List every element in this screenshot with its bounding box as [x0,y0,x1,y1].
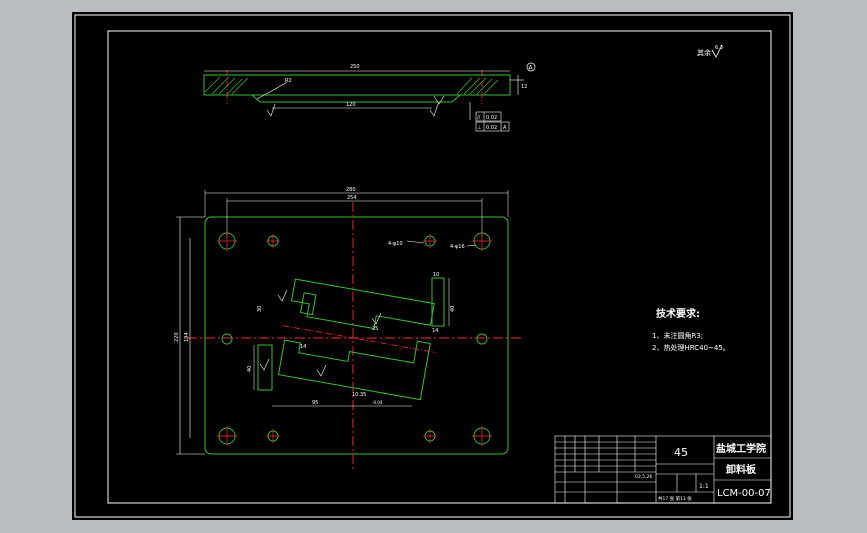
title-date: 03.5.26 [635,474,652,480]
gdt-2-datum: A [503,125,507,131]
title-part-name: 卸料板 [726,463,757,476]
tech-line-2: 2、热处理HRC40~45。 [652,343,730,352]
roughness-mark-1 [266,103,276,117]
gdt-2-value: 0.02 [486,125,497,131]
roughness-note-label: 其余 [697,48,711,57]
roughness-note-value: 6.3 [715,45,723,51]
dim-angle: 25 [372,326,378,332]
gdt-2-symbol: ⊥ [477,125,481,131]
section-view: 250 12 A R2 120 // 0.02 ⊥ 0.02 A [203,62,536,132]
dim-bottom-width: 120 [346,102,356,108]
r2-leader [256,81,288,100]
dim-top-width: 250 [350,64,360,70]
title-block [554,435,772,504]
roughness-mark-plan-4 [277,289,288,302]
cavity-outline-lower [277,339,431,401]
datum-label: A [529,65,534,72]
gdt-frame-1 [475,111,502,122]
dim-plan-height: 220 [174,332,180,342]
left-slot [257,344,273,391]
gdt-1-symbol: // [477,115,481,121]
dim-plan-inner-width: 254 [347,195,357,201]
hole-small-5 [221,333,233,345]
title-school: 盐城工学院 [716,442,766,455]
section-outline [203,74,511,96]
roughness-mark-plan-2 [316,364,327,377]
hole-callout-1-leader [406,240,425,244]
dim-left-step: 14 [300,344,306,350]
dim-inner-h: 30 [257,306,263,312]
hatch-right [456,77,499,95]
roughness-mark-plan-1 [259,358,270,371]
dim-tol: -0.04 [372,400,383,405]
right-slot [431,277,445,327]
dim-plan-width: 280 [346,187,356,193]
hole-callout-1: 4-φ10 [388,241,403,247]
dim-right-w: 10 [433,272,439,278]
roughness-mark-2 [429,103,439,117]
title-sheet-info: 共17 张 第11 张 [658,495,692,502]
outer-frame [74,14,791,518]
dim-r2: R2 [285,78,292,84]
holes [218,232,491,445]
dim-right-h: 40 [450,306,456,312]
plate-outline [204,216,509,455]
cavity [277,278,436,401]
roughness-symbol [711,44,723,58]
roughness-mark-3 [433,95,445,105]
tech-line-1: 1、未注圆角R3; [652,331,703,340]
dim-left-height: 40 [247,366,253,372]
inner-frame [107,30,772,504]
dim-plan-inner-height: 194 [184,332,190,342]
drawing-sheet: 其余 6.3 250 12 A R2 [72,12,793,520]
datum-circle [526,62,536,72]
tech-title: 技术要求: [656,307,700,320]
section-recess [251,94,461,103]
dim-top-height: 12 [521,84,527,90]
cad-canvas: 其余 6.3 250 12 A R2 [74,14,791,518]
cavity-slot [300,292,317,316]
hole-centers [217,231,492,446]
roughness-mark-plan-3 [371,312,382,325]
hole-callout-2-leader [466,244,477,247]
title-material: 45 [674,446,688,459]
title-drawing-no: LCM-00-07 [717,488,771,499]
gdt-1-value: 0.02 [486,115,497,121]
plan-view: 280 254 220 194 [174,187,522,472]
cavity-outline-upper [290,278,435,330]
gdt-frame-2 [475,121,510,132]
dim-center-len: 10.35 [352,392,366,398]
hole-callout-2: 4-φ16 [450,244,465,250]
dim-small-14: 14 [432,328,438,334]
hole-small-6 [476,333,488,345]
dim-bottom-len: 95 [312,400,318,406]
title-scale: 1:1 [699,483,709,490]
cavity-center [283,325,436,353]
hatch-left [204,76,249,95]
